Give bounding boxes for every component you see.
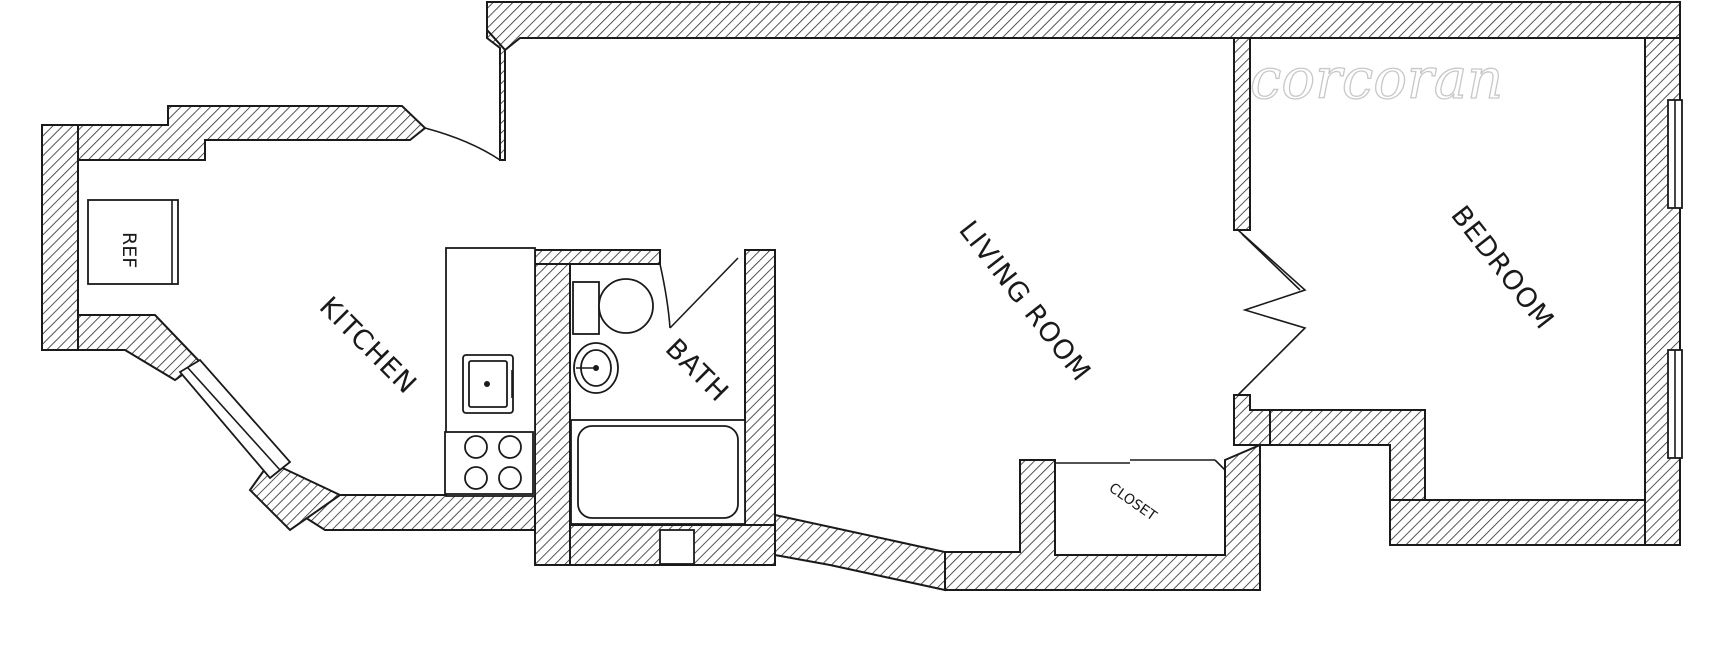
stove — [444, 431, 534, 495]
kitchen-top-wall — [42, 105, 427, 161]
bathtub — [570, 419, 746, 525]
window-bedroom-lower — [1667, 349, 1683, 459]
bath-right-wall — [744, 249, 776, 526]
bath-door — [659, 257, 739, 329]
refrigerator: REF — [87, 199, 179, 285]
window-bath — [659, 529, 695, 565]
living-room-label: LIVING ROOM — [952, 215, 1096, 388]
kitchen-slant-lower — [248, 460, 342, 532]
kitchen-sink — [462, 354, 514, 414]
bedroom-bottom-wall — [1389, 499, 1646, 546]
top-wall — [486, 1, 1681, 52]
kitchen-label: KITCHEN — [313, 291, 423, 401]
bath-sink — [573, 342, 619, 394]
closet-door — [1055, 459, 1226, 471]
closet-label: CLOSET — [1106, 480, 1160, 525]
exterior-walls — [41, 1, 1681, 592]
bath-left-wall — [534, 249, 571, 566]
refrigerator-label: REF — [118, 232, 140, 268]
partition-lower — [1233, 394, 1271, 446]
bath-label: BATH — [659, 333, 734, 408]
entry-wall-stub — [486, 27, 506, 161]
kitchen-left-wall — [41, 124, 79, 351]
window-bedroom-upper — [1667, 99, 1683, 209]
bath-top-wall — [534, 249, 661, 265]
corcoran-watermark: corcoran — [1250, 47, 1503, 112]
toilet — [572, 278, 654, 335]
bedroom-label: BEDROOM — [1444, 200, 1560, 336]
partition-upper — [1233, 37, 1251, 231]
entry-door — [424, 48, 501, 161]
window-kitchen — [178, 358, 292, 480]
living-bottom-wall — [774, 513, 946, 592]
closet-wall — [944, 443, 1261, 591]
bedroom-bifold-door — [1237, 229, 1307, 396]
